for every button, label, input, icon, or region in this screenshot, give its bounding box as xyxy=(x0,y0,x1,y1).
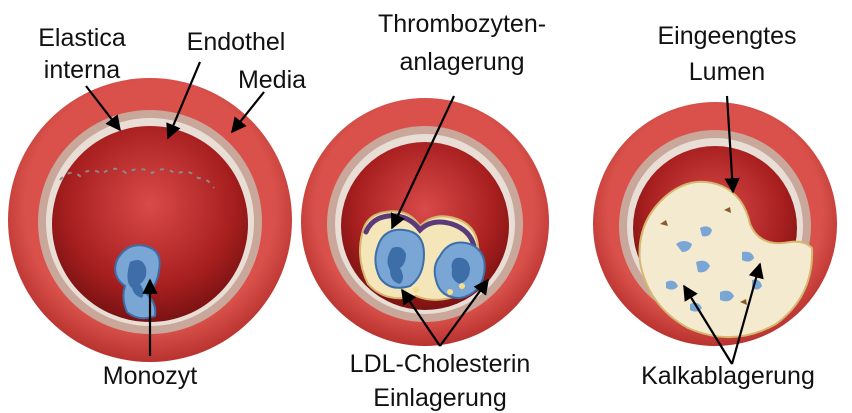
label-kalkablagerung: Kalkablagerung xyxy=(641,362,815,390)
label-media: Media xyxy=(238,66,306,94)
label-thrombozyten: anlagerung xyxy=(399,48,524,76)
label-ldl-cholesterin: Einlagerung xyxy=(373,384,506,412)
vessel-2-ldl xyxy=(301,98,549,346)
ldl-droplet xyxy=(459,283,465,289)
label-endothel: Endothel xyxy=(187,28,286,56)
label-elastica-interna: interna xyxy=(44,56,121,84)
label-eingeengtes-lumen: Eingeengtes xyxy=(657,22,796,50)
label-elastica-interna: Elastica xyxy=(38,24,126,52)
label-thrombozyten: Thrombozyten- xyxy=(378,10,546,38)
ldl-droplet xyxy=(413,287,419,293)
label-monozyt: Monozyt xyxy=(103,362,198,390)
label-eingeengtes-lumen: Lumen xyxy=(689,58,765,86)
label-ldl-cholesterin: LDL-Cholesterin xyxy=(350,350,531,378)
vessel-3-calcification xyxy=(593,102,837,346)
ldl-droplet xyxy=(447,289,453,295)
